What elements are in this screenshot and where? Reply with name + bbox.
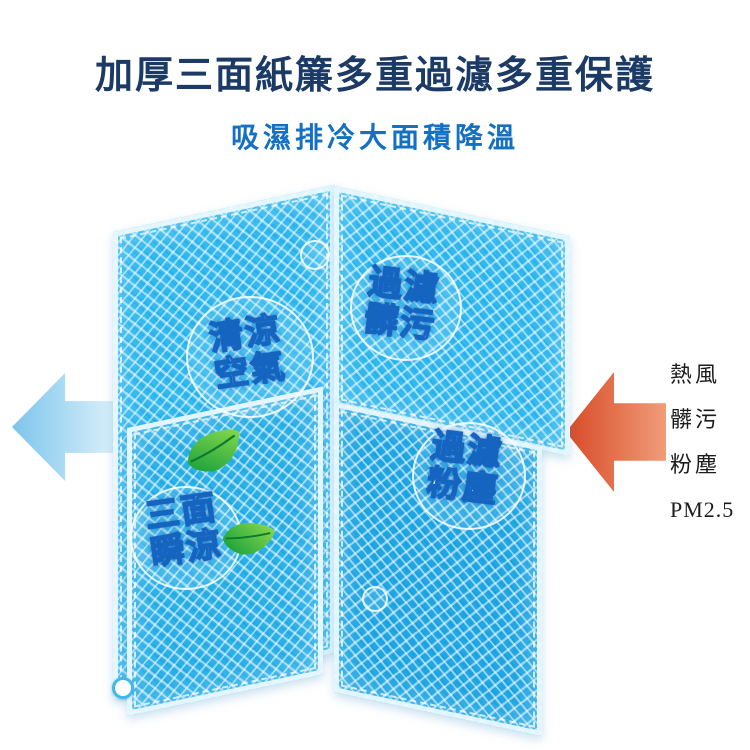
bubble [412,422,526,530]
leaf-icon [187,429,240,472]
label-filter-dust: 過濾 粉塵 [424,426,506,511]
grommet-icon [112,677,134,699]
label-cool-air: 清涼 空氣 [206,310,289,396]
bubble [362,586,388,612]
inflow-label-hot-wind: 熱風 [670,362,721,387]
label-filter-dirt: 過濾 髒污 [361,262,443,347]
label-three-side-cool: 三面 瞬涼 [142,488,225,574]
hot-air-arrow-icon [566,372,666,492]
bubble [186,296,314,418]
bubble [300,240,330,270]
page-subtitle: 吸濕排冷大面積降溫 [230,122,519,153]
inflow-label-pm25: PM2.5 [670,497,735,522]
inflow-label-dirt: 髒污 [670,407,721,432]
inflow-labels: 熱風 髒污 粉塵 PM2.5 [670,352,734,532]
bubble [350,255,462,361]
page-title: 加厚三面紙簾多重過濾多重保護 [94,55,655,97]
inflow-label-dust: 粉塵 [670,452,721,477]
leaf-icon [222,523,276,555]
